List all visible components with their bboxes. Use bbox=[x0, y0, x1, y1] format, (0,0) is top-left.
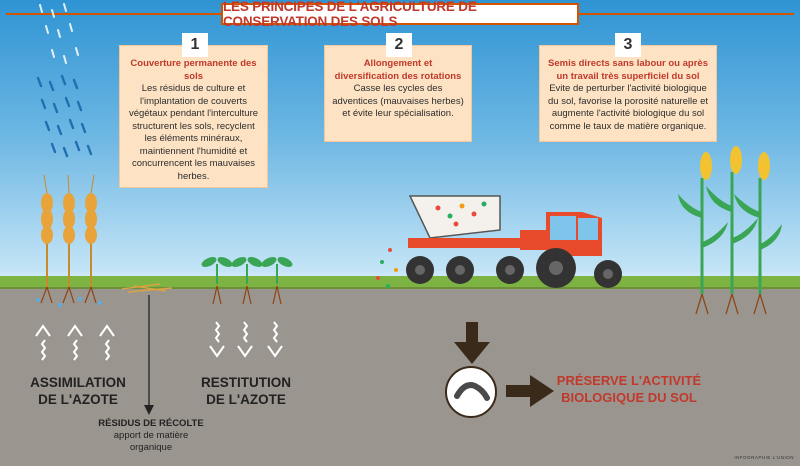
arrow-right-icon bbox=[506, 375, 554, 407]
corn-icon bbox=[678, 146, 782, 315]
credit: INFOGRAPHIE L'UNION bbox=[734, 455, 794, 460]
worm-icon bbox=[445, 366, 497, 418]
arrow-down-icon bbox=[144, 295, 154, 415]
principle-1-number: 1 bbox=[182, 33, 208, 57]
soil-layer bbox=[0, 287, 800, 466]
residus-text: apport de matière organique bbox=[113, 430, 189, 453]
principle-2-heading: Allongement et diversification des rotat… bbox=[334, 58, 462, 82]
principle-1-heading: Couverture permanente des sols bbox=[130, 58, 257, 82]
assimilation-label: ASSIMILATION DE L'AZOTE bbox=[30, 375, 126, 407]
wheat-icon bbox=[36, 174, 102, 307]
principle-2-text: Casse les cycles des adventices (mauvais… bbox=[332, 83, 464, 119]
seedling-icon bbox=[201, 257, 293, 305]
arrow-down-icon bbox=[454, 322, 490, 364]
restitution-label: RESTITUTION DE L'AZOTE bbox=[201, 375, 291, 407]
principle-2-number: 2 bbox=[386, 33, 412, 57]
residue-icon bbox=[121, 283, 173, 293]
principle-3-number: 3 bbox=[615, 33, 641, 57]
page-title: LES PRINCIPES DE L'AGRICULTURE DE CONSER… bbox=[221, 0, 579, 29]
banner-line-right bbox=[579, 13, 794, 15]
tractor-icon bbox=[376, 195, 622, 288]
principle-1-text: Les résidus de culture et l'implantation… bbox=[128, 83, 259, 182]
principle-3-heading: Semis directs sans labour ou après un tr… bbox=[548, 58, 708, 82]
residus-block: RÉSIDUS DE RÉCOLTE apport de matière org… bbox=[92, 418, 210, 454]
residus-title: RÉSIDUS DE RÉCOLTE bbox=[98, 418, 204, 429]
arrow-down-icon bbox=[209, 321, 283, 358]
principle-3-text: Evite de perturber l'activité biologique… bbox=[547, 83, 708, 132]
preserve-label: PRÉSERVE L'ACTIVITÉ BIOLOGIQUE DU SOL bbox=[556, 373, 702, 405]
principle-1-box: Couverture permanente des sols Les résid… bbox=[119, 45, 268, 188]
principle-2-box: Allongement et diversification des rotat… bbox=[324, 45, 472, 142]
arrow-up-icon bbox=[35, 324, 115, 361]
banner-line-left bbox=[6, 13, 221, 15]
principle-3-box: Semis directs sans labour ou après un tr… bbox=[539, 45, 717, 142]
rain-icon bbox=[36, 3, 93, 158]
